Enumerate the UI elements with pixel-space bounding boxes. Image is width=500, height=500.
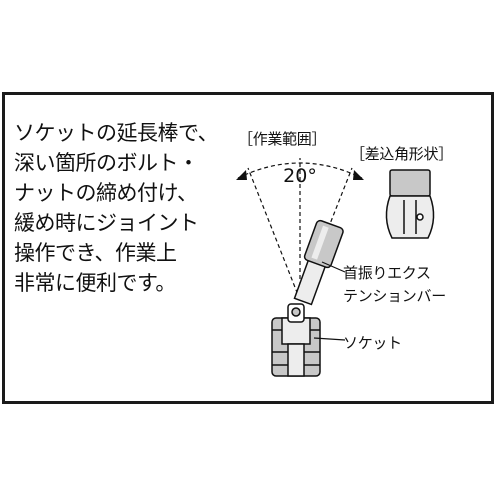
description-line: ソケットの延長棒で、 <box>14 121 219 145</box>
description-line: 非常に便利です。 <box>14 271 176 295</box>
square-drive-drawing <box>385 169 435 239</box>
arc-arrow-right-icon <box>353 170 364 180</box>
range-label: ［作業範囲］ <box>238 130 327 148</box>
leader-lines <box>313 261 346 341</box>
arc-arrow-left-icon <box>236 170 247 180</box>
extension-bar-drawing <box>287 219 344 323</box>
socket-drawing <box>271 317 321 377</box>
square-shape-label: ［差込角形状］ <box>350 145 453 163</box>
description-line: 緩め時にジョイント <box>14 211 199 235</box>
diagram-frame <box>2 92 494 404</box>
description-text: ソケットの延長棒で、 深い箇所のボルト・ ナットの締め付け、 緩め時にジョイント… <box>14 118 249 298</box>
socket-label: ソケット <box>343 334 402 352</box>
extension-bar-label-line2: テンションバー <box>343 287 446 305</box>
description-line: 操作でき、作業上 <box>14 241 177 265</box>
description-line: ナットの締め付け、 <box>14 181 198 205</box>
angle-label: 20° <box>283 165 317 187</box>
description-line: 深い箇所のボルト・ <box>14 151 199 175</box>
extension-bar-label-line1: 首振りエクス <box>343 264 431 282</box>
